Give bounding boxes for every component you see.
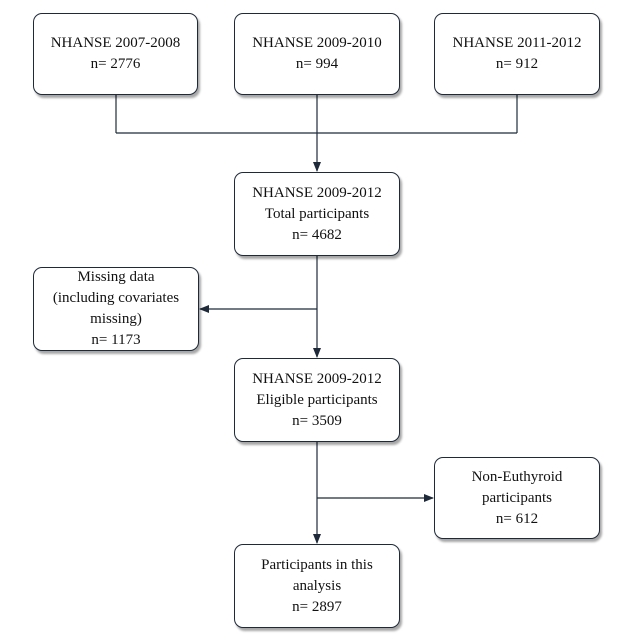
box-nhanse-2007-2008: NHANSE 2007-2008 n= 2776 [33,13,198,95]
box-nhanse-2009-2010: NHANSE 2009-2010 n= 994 [234,13,400,95]
box-participants-in-analysis: Participants in this analysis n= 2897 [234,544,400,628]
box-count: n= 1173 [91,332,141,348]
box-sublabel-cont: missing) [90,311,142,327]
box-label: Missing data [77,269,155,285]
box-missing-data: Missing data (including covariates missi… [33,267,199,351]
box-sublabel: analysis [292,577,342,594]
box-sublabel: participants [482,489,552,506]
box-sublabel: Eligible participants [256,391,378,408]
box-count: n= 612 [495,510,539,527]
box-label: Participants in this [261,556,373,573]
box-non-euthyroid: Non-Euthyroid participants n= 612 [434,457,600,539]
box-sublabel: Total participants [264,205,370,222]
box-label: Non-Euthyroid [471,468,563,485]
box-count: n= 2776 [90,56,141,72]
box-count: n= 912 [495,56,539,72]
box-count: n= 4682 [292,226,342,243]
box-sublabel: (including covariates [52,290,180,306]
box-nhanse-2011-2012: NHANSE 2011-2012 n= 912 [434,13,600,95]
box-label: NHANSE 2009-2012 [252,184,382,201]
box-label: NHANSE 2011-2012 [452,35,582,51]
box-label: NHANSE 2009-2012 [252,370,382,387]
box-label: NHANSE 2007-2008 [50,35,181,51]
box-count: n= 994 [295,56,339,72]
box-count: n= 3509 [292,412,342,429]
box-count: n= 2897 [292,598,342,615]
box-eligible-participants: NHANSE 2009-2012 Eligible participants n… [234,358,400,442]
box-label: NHANSE 2009-2010 [252,35,382,51]
box-total-participants: NHANSE 2009-2012 Total participants n= 4… [234,172,400,256]
